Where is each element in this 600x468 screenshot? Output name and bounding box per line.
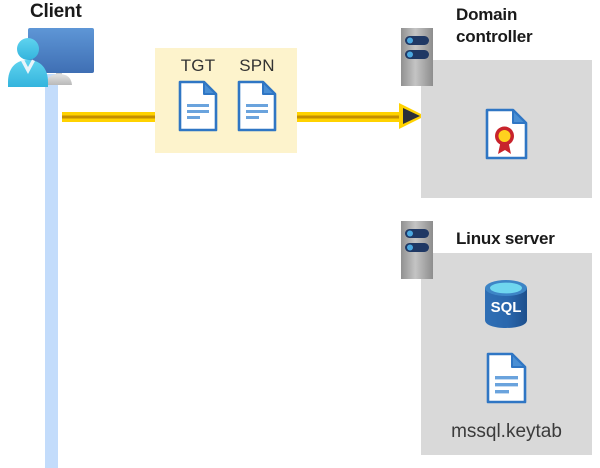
sql-database-icon: SQL <box>481 278 531 330</box>
document-icon <box>237 80 277 132</box>
domain-controller-label-line1: Domain <box>456 5 518 24</box>
server-rack-icon <box>401 28 433 91</box>
server-rack-icon <box>401 221 433 284</box>
token-tgt: TGT <box>168 56 228 132</box>
certificate-document-icon <box>485 108 528 160</box>
client-lifeline-bar <box>45 74 58 468</box>
token-spn-label: SPN <box>239 56 275 75</box>
keytab-document-icon <box>486 352 527 404</box>
token-group: TGT SPN <box>155 48 297 153</box>
client-label: Client <box>30 1 82 22</box>
document-icon <box>178 80 218 132</box>
token-spn: SPN <box>227 56 287 132</box>
token-tgt-label: TGT <box>180 56 216 75</box>
linux-server-label: Linux server <box>456 229 555 248</box>
domain-controller-panel <box>421 60 592 198</box>
domain-controller-label-line2: controller <box>456 27 533 46</box>
keytab-file-label: mssql.keytab <box>451 421 562 442</box>
arrow-right-icon <box>398 102 426 130</box>
client-icon <box>6 27 104 91</box>
sql-database-text: SQL <box>491 299 522 316</box>
domain-controller-label: Domain controller <box>456 4 598 48</box>
